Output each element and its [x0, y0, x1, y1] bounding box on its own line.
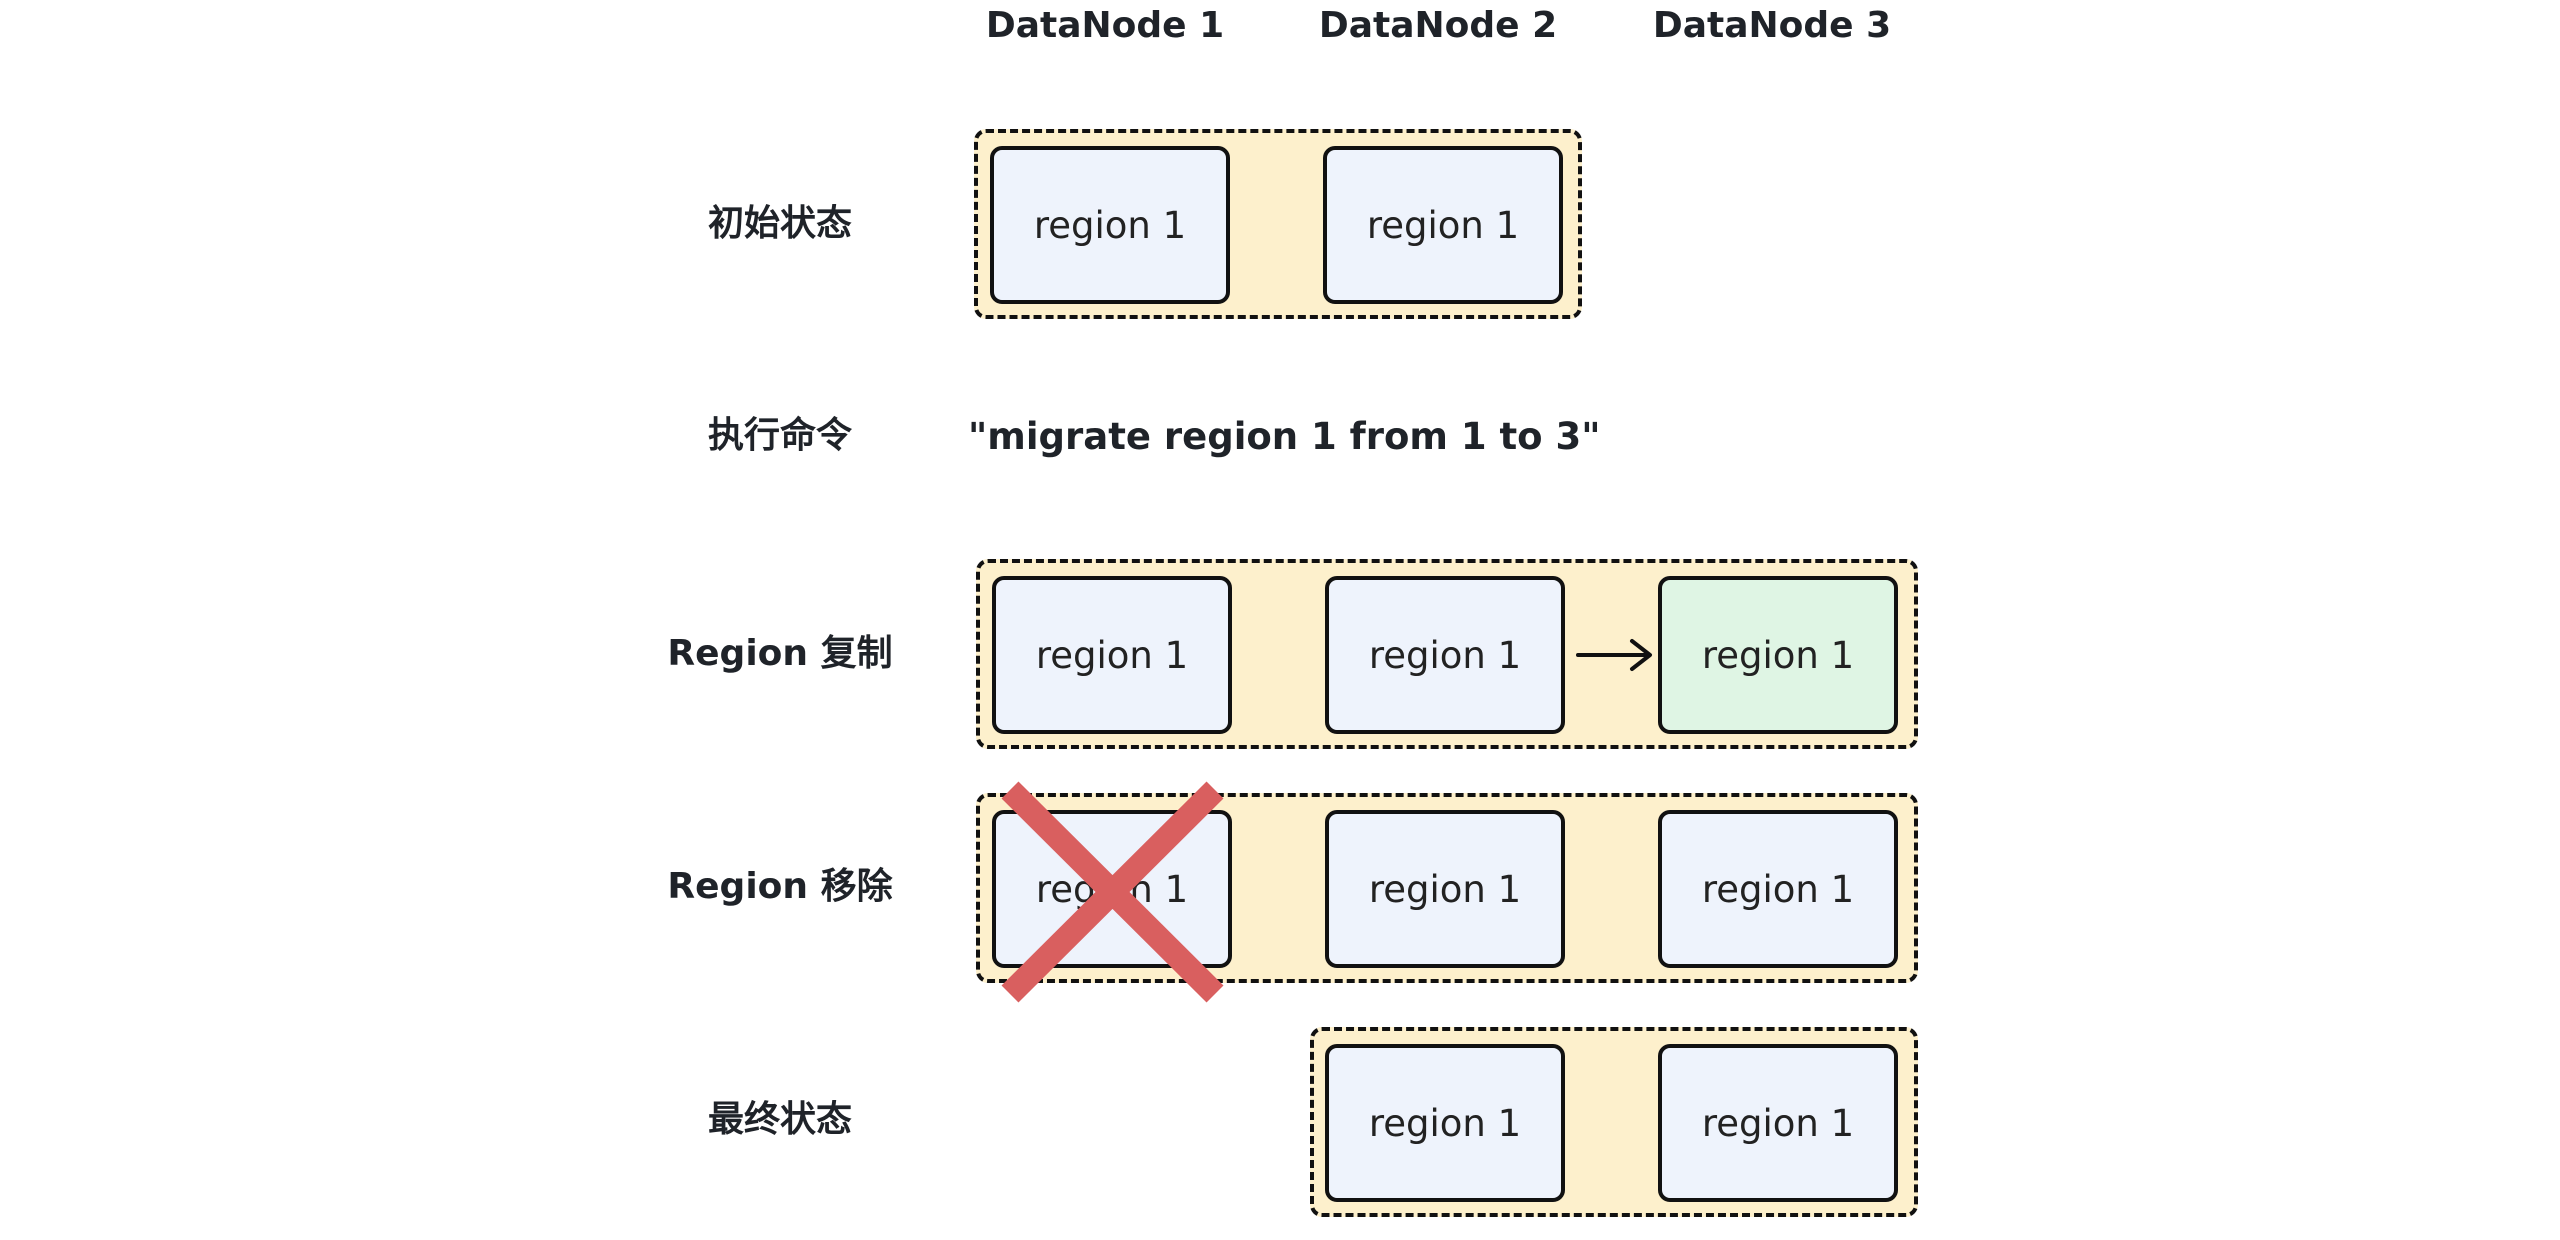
region-replicate-node-1: region 1 — [992, 576, 1232, 734]
region-remove-node-2: region 1 — [1325, 810, 1565, 968]
region-replicate-node-2: region 1 — [1325, 576, 1565, 734]
row-label-execute: 执行命令 — [707, 415, 852, 456]
row-label-replicate: Region 复制 — [667, 633, 893, 674]
region-replicate-node-3-new: region 1 — [1658, 576, 1898, 734]
region-remove-node-3: region 1 — [1658, 810, 1898, 968]
region-final-node-3: region 1 — [1658, 1044, 1898, 1202]
row-label-remove: Region 移除 — [667, 866, 893, 907]
column-header-datanode-2: DataNode 2 — [1318, 5, 1558, 46]
row-label-initial: 初始状态 — [707, 203, 852, 244]
column-header-datanode-3: DataNode 3 — [1652, 5, 1892, 46]
region-remove-node-1: region 1 — [992, 810, 1232, 968]
command-text: "migrate region 1 from 1 to 3" — [968, 415, 1601, 458]
region-final-node-2: region 1 — [1325, 1044, 1565, 1202]
region-initial-node-2: region 1 — [1323, 146, 1563, 304]
region-initial-node-1: region 1 — [990, 146, 1230, 304]
row-label-final: 最终状态 — [707, 1099, 852, 1140]
column-header-datanode-1: DataNode 1 — [985, 5, 1225, 46]
